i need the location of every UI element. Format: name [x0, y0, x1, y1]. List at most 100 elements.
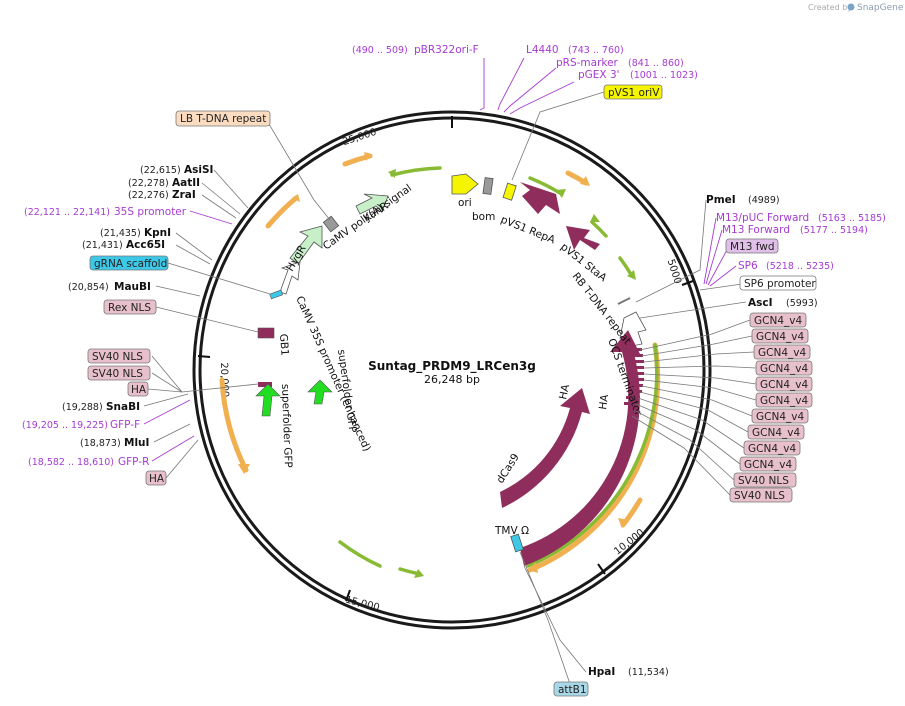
acc65i-pos: (21,431) [82, 240, 123, 251]
label-gcn4-10: GCN4_v4 [739, 456, 797, 472]
asci-pos: (5993) [786, 298, 818, 309]
asisi-pos: (22,615) [140, 165, 181, 176]
hygr-feature [289, 225, 323, 265]
prs-pos: (841 .. 860) [628, 58, 684, 69]
pvs1-oriv-feature [502, 182, 517, 201]
zrai-pos: (22,276) [128, 190, 169, 201]
cas9-feature [520, 330, 640, 566]
p35s-pos: (22,121 .. 22,141) [24, 207, 110, 218]
label-lb-tdna: LB T-DNA repeat [175, 110, 271, 127]
svg-text:GCN4_v4: GCN4_v4 [756, 331, 804, 343]
asci-name: AscI [748, 297, 773, 309]
tick-marks [197, 116, 694, 602]
svg-text:Rex NLS: Rex NLS [108, 302, 151, 314]
m13puc-pos: (5163 .. 5185) [818, 213, 886, 224]
m13fwd-name: M13 Forward [722, 224, 790, 236]
label-gcn4-5: GCN4_v4 [755, 376, 813, 392]
pgex-pos: (1001 .. 1023) [630, 70, 698, 81]
mlui-name: MluI [124, 437, 149, 449]
hygr-label: HygR [284, 243, 308, 273]
label-rex-nls: Rex NLS [103, 299, 157, 315]
label-ha-left-1: HA [127, 381, 149, 397]
label-grna-scaffold: gRNA scaffold [89, 255, 169, 271]
label-m13-fwd-box: M13 fwd [725, 238, 779, 254]
rb-tdna-marker [617, 297, 631, 305]
svg-text:M13 fwd: M13 fwd [730, 241, 775, 253]
label-gcn4-8: GCN4_v4 [747, 424, 805, 440]
pmei-pos: (4989) [748, 195, 780, 206]
svg-text:GCN4_v4: GCN4_v4 [752, 427, 800, 439]
label-gcn4-9: GCN4_v4 [743, 440, 801, 456]
svg-text:HA: HA [149, 473, 165, 485]
backbone-outer-ring [192, 110, 712, 630]
gfpr-name: GFP-R [118, 456, 149, 468]
ha-small-feature [258, 382, 272, 387]
svg-text:SV40 NLS: SV40 NLS [738, 475, 789, 487]
svg-text:GCN4_v4: GCN4_v4 [760, 379, 808, 391]
pvs1-staa-feature [566, 226, 600, 250]
pbr322-name: pBR322ori-F [414, 44, 479, 56]
svg-text:SP6 promoter: SP6 promoter [744, 278, 816, 290]
aatii-name: AatII [172, 177, 200, 189]
bottom-leaders [519, 551, 587, 685]
plasmid-size: 26,248 bp [424, 373, 480, 386]
svg-text:HA: HA [131, 384, 147, 396]
l4440-name: L4440 [526, 44, 559, 56]
maubi-name: MauBI [114, 281, 151, 293]
pbr322-pos: (490 .. 509) [352, 45, 408, 56]
camv35s-label: CaMV 35S promoter (enhanced) [293, 294, 373, 453]
pmei-name: PmeI [706, 194, 736, 206]
svg-text:gRNA scaffold: gRNA scaffold [94, 258, 167, 270]
ha1-label: HA [557, 383, 572, 401]
hpai-name: HpaI [588, 666, 615, 678]
svg-text:pVS1 oriV: pVS1 oriV [608, 87, 660, 99]
hpai-pos: (11,534) [628, 667, 669, 678]
arc-arrowheads [238, 152, 636, 578]
kanr-feature [355, 193, 389, 215]
tick-10000: 10,000 [612, 527, 646, 557]
label-pvs1-oriv: pVS1 oriV [603, 84, 663, 100]
sp6-name: SP6 [738, 260, 758, 272]
snabi-pos: (19,288) [62, 402, 103, 413]
label-gcn4-2: GCN4_v4 [751, 328, 809, 344]
sfgfp-feature-2 [307, 379, 333, 405]
pvs1-repa-label: pVS1 RepA [499, 214, 558, 247]
plasmid-name: Suntag_PRDM9_LRCen3g [368, 359, 536, 374]
svg-text:GCN4_v4: GCN4_v4 [756, 411, 804, 423]
label-attb1: attB1 [553, 681, 589, 697]
svg-text:GCN4_v4: GCN4_v4 [744, 459, 792, 471]
sfgfp1-label: superfolder GFP [279, 384, 294, 468]
green-arcs [338, 166, 659, 576]
sfgfp-feature-1 [255, 383, 281, 417]
svg-text:GCN4_v4: GCN4_v4 [754, 315, 802, 327]
gfpf-pos: (19,205 .. 19,225) [22, 420, 108, 431]
p35s-name: 35S promoter [114, 206, 187, 218]
kpni-name: KpnI [144, 227, 171, 239]
left-leaders [143, 118, 331, 479]
zrai-name: ZraI [172, 189, 196, 201]
camv35s-feature [279, 261, 301, 295]
label-gcn4-3: GCN4_v4 [753, 344, 811, 360]
svg-text:attB1: attB1 [558, 684, 587, 696]
svg-text:LB T-DNA repeat: LB T-DNA repeat [180, 113, 266, 125]
label-sv40-nls-right-1: SV40 NLS [733, 472, 797, 488]
ori-feature [451, 173, 479, 195]
tmv-label: TMV Ω [494, 525, 529, 537]
svg-text:GCN4_v4: GCN4_v4 [760, 395, 808, 407]
dcas9-label: dCas9 [494, 452, 521, 486]
pgex-name: pGEX 3' [578, 69, 620, 81]
gb1-label: GB1 [277, 333, 291, 356]
gfpf-name: GFP-F [110, 419, 140, 431]
label-sv40-nls-left-2: SV40 NLS [87, 365, 151, 381]
top-leaders [479, 57, 605, 181]
bom-feature [482, 177, 494, 195]
label-ha-left-2: HA [145, 470, 167, 486]
dcas9-feature [500, 388, 590, 508]
label-gcn4-6: GCN4_v4 [755, 392, 813, 408]
label-sv40-nls-left-1: SV40 NLS [87, 348, 151, 364]
pvs1-repa-feature [520, 182, 560, 214]
bom-label: bom [472, 211, 495, 223]
label-gcn4-1: GCN4_v4 [749, 312, 807, 328]
gfpr-pos: (18,582 .. 18,610) [28, 457, 114, 468]
ori-label: ori [458, 197, 472, 209]
